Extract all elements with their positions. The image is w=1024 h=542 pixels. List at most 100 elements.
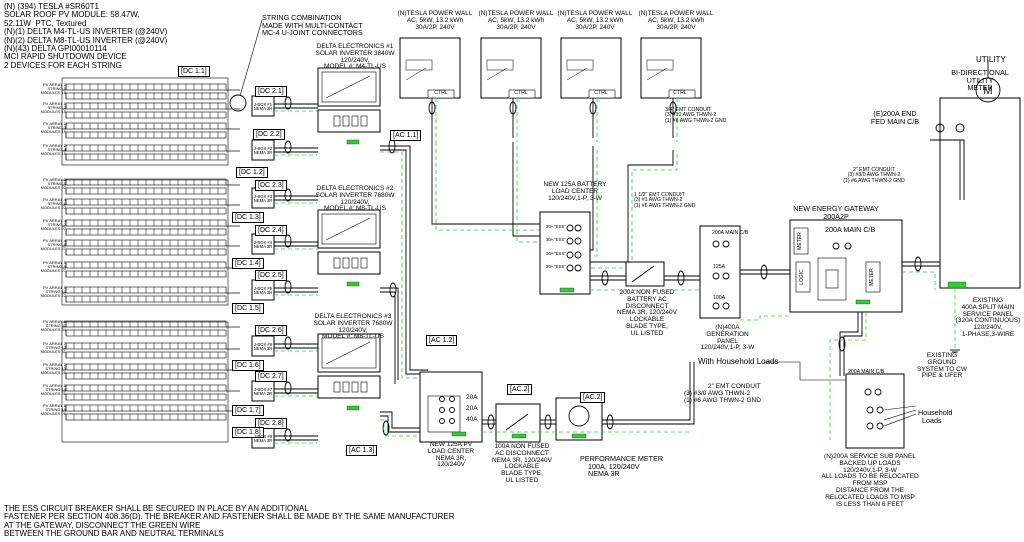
pw-line: AC, 5kW, 13.2 kWh xyxy=(406,16,464,24)
wire xyxy=(380,419,430,437)
header-line: (N)(2) DELTA M8-TL-US INVERTER (@240V) xyxy=(4,35,168,45)
plc-line: NEMA 3R, xyxy=(435,454,467,462)
plc-line: LOAD CENTER xyxy=(427,447,475,455)
gw-line: 200A2P xyxy=(823,211,849,221)
inverter-terminal xyxy=(333,257,341,269)
bd-line: LOCKABLE xyxy=(629,316,665,324)
gr-line: PIPE & UFER xyxy=(921,372,963,380)
loads-line: Loads xyxy=(922,415,942,425)
inverter-line: SOLAR INVERTER 7680W xyxy=(313,319,393,327)
inverter-line: DELTA ELECTRONICS #1 xyxy=(316,43,394,50)
footer-line: AT THE GATEWAY, DISCONNECT THE GREEN WIR… xyxy=(4,520,201,530)
jbox-name: J-BOX #1 xyxy=(253,102,273,107)
ground-tag xyxy=(511,433,527,439)
bd-line: BATTERY AC xyxy=(627,295,667,303)
bd-line: DISCONNECT xyxy=(625,302,669,310)
inverter-symbol xyxy=(325,341,371,365)
pw-line: 30A/2P, 240V xyxy=(656,23,696,31)
string-combination-icon xyxy=(229,94,247,112)
gateway-meter-box xyxy=(865,261,881,293)
conduit-note: 3/4" EMT CONDUIT (3) #10 AWG THWN-2 (1) … xyxy=(665,107,726,124)
acd-line: LOCKABLE xyxy=(504,463,540,471)
sub-line: BACKED UP LOADS xyxy=(839,459,901,467)
dc-label: [DC 2.1] xyxy=(255,86,287,97)
conduit-line: (3) #10 AWG THWN-2 xyxy=(665,112,717,119)
inverter-terminal xyxy=(333,115,341,127)
pv-module-count: MODULES 22 xyxy=(40,293,66,299)
ac-disconnect-label: 100A NON FUSED AC DISCONNECT NEMA 3R, 12… xyxy=(482,443,562,485)
jbox xyxy=(251,335,275,357)
ess-breaker-label: 30A "ESS" xyxy=(546,224,566,229)
pv-array-name: PV ARRAY 4 xyxy=(43,197,66,202)
pv-string-name: STRING 12 xyxy=(45,345,66,351)
jbox-rating: NEMA 3R xyxy=(253,244,273,250)
conduit-mark xyxy=(284,140,292,154)
utility-label: UTILITY xyxy=(976,55,1006,64)
breaker-symbol xyxy=(864,388,872,396)
pv-string-name: STRING 9 xyxy=(47,264,66,270)
breaker-symbol xyxy=(876,422,884,430)
sp-line: (320A CONTINUOUS) xyxy=(955,317,1021,325)
dc-label: [DC 1.8] xyxy=(232,427,264,438)
note-line: STRING COMBINATION xyxy=(262,13,342,22)
header-notes: (N) (394) TESLA #SR60T1 SOLAR ROOF PV MO… xyxy=(4,2,168,70)
um-line: BI-DIRECTIONAL xyxy=(951,68,1009,77)
sub-panel-label: (N)200A SERVICE SUB PANEL BACKED UP LOAD… xyxy=(800,453,940,509)
pv-array-name: PV ARRAY 5 xyxy=(43,285,66,290)
ground-tag xyxy=(346,139,360,145)
dc-label: [DC 2.4] xyxy=(255,225,287,236)
loads-line: Household xyxy=(918,408,953,417)
inverter-face xyxy=(321,337,377,369)
gr-line: GROUND xyxy=(927,358,957,366)
pv-module-count: MODULES 27 xyxy=(40,226,66,232)
pv-array-name: PV ARRAY 1 xyxy=(43,82,66,87)
jbox-label: J-BOX #3 NEMA 3R xyxy=(253,194,273,204)
pv-array-label: PV ARRAY 7 STRING 13 MODULES 26 xyxy=(36,362,66,376)
inverter-face xyxy=(321,71,377,103)
battery-disconnect-box xyxy=(625,261,665,287)
inverter-terminal xyxy=(351,115,359,127)
ground-tag xyxy=(559,287,575,293)
breaker-symbol xyxy=(574,264,582,272)
wire xyxy=(602,362,695,425)
acd-line: UL LISTED xyxy=(505,477,539,485)
meter-dial xyxy=(568,405,590,427)
pm-line: 100A, 120/240V xyxy=(588,461,640,471)
pv-string-name: STRING 10 xyxy=(45,289,66,295)
wire xyxy=(740,315,790,321)
gp-line: (N)400A xyxy=(715,324,740,331)
wire xyxy=(765,361,846,381)
ctrl-label: CTRL xyxy=(594,90,608,96)
footer-notes: THE ESS CIRCUIT BREAKER SHALL BE SECURED… xyxy=(4,504,454,539)
gateway-main: 200A MAIN C/B xyxy=(825,225,876,234)
pv-array-label: PV ARRAY 4 STRING 6 MODULES 22 xyxy=(36,197,66,211)
gen-panel-breaker: 125A xyxy=(713,264,726,270)
powerwall-display xyxy=(405,59,433,71)
breaker-symbol xyxy=(844,242,852,250)
perf-meter-label: PERFORMANCE METER 100A, 120/240V NEMA 3R xyxy=(580,455,663,478)
ac-label: [AC.2] xyxy=(580,392,606,403)
acd-line: BLADE TYPE, xyxy=(501,470,543,478)
gp-line: GENERATION xyxy=(706,330,749,338)
breaker-symbol xyxy=(566,251,574,259)
bc-line: 120/240V,1-P, 3-W xyxy=(548,194,602,202)
breaker-symbol xyxy=(712,302,720,310)
pv-lc-breaker: 20A xyxy=(466,394,478,401)
ground-label: EXISTING GROUND SYSTEM TO CW PIPE & UFER xyxy=(907,352,977,380)
conduit-line: (3) #3/0 AWG THWN-2 xyxy=(684,389,751,397)
jbox-label: J-BOX #4 NEMA 3R xyxy=(253,240,273,250)
pv-array-name: PV ARRAY 4 xyxy=(43,218,66,223)
pv-module-count: MODULES 19 xyxy=(40,129,66,135)
powerwall-display xyxy=(486,59,514,71)
breaker-symbol xyxy=(566,264,574,272)
conduit-line: (1) #6 AWG THWN-2 GND xyxy=(843,177,905,184)
inverter-label: DELTA ELECTRONICS #1 SOLAR INVERTER 3840… xyxy=(300,43,410,71)
pv-module-count: MODULES 26 xyxy=(40,370,66,376)
conduit-mark xyxy=(606,414,614,430)
pm-line: NEMA 3R xyxy=(588,469,620,479)
conduit-mark xyxy=(389,282,397,298)
gen-panel-main: 200A MAIN C/B xyxy=(712,230,749,236)
ground-tag xyxy=(571,433,587,439)
inverter-terminal xyxy=(342,381,350,393)
battery-center-label: NEW 125A BATTERY LOAD CENTER 120/240V,1-… xyxy=(535,181,615,202)
